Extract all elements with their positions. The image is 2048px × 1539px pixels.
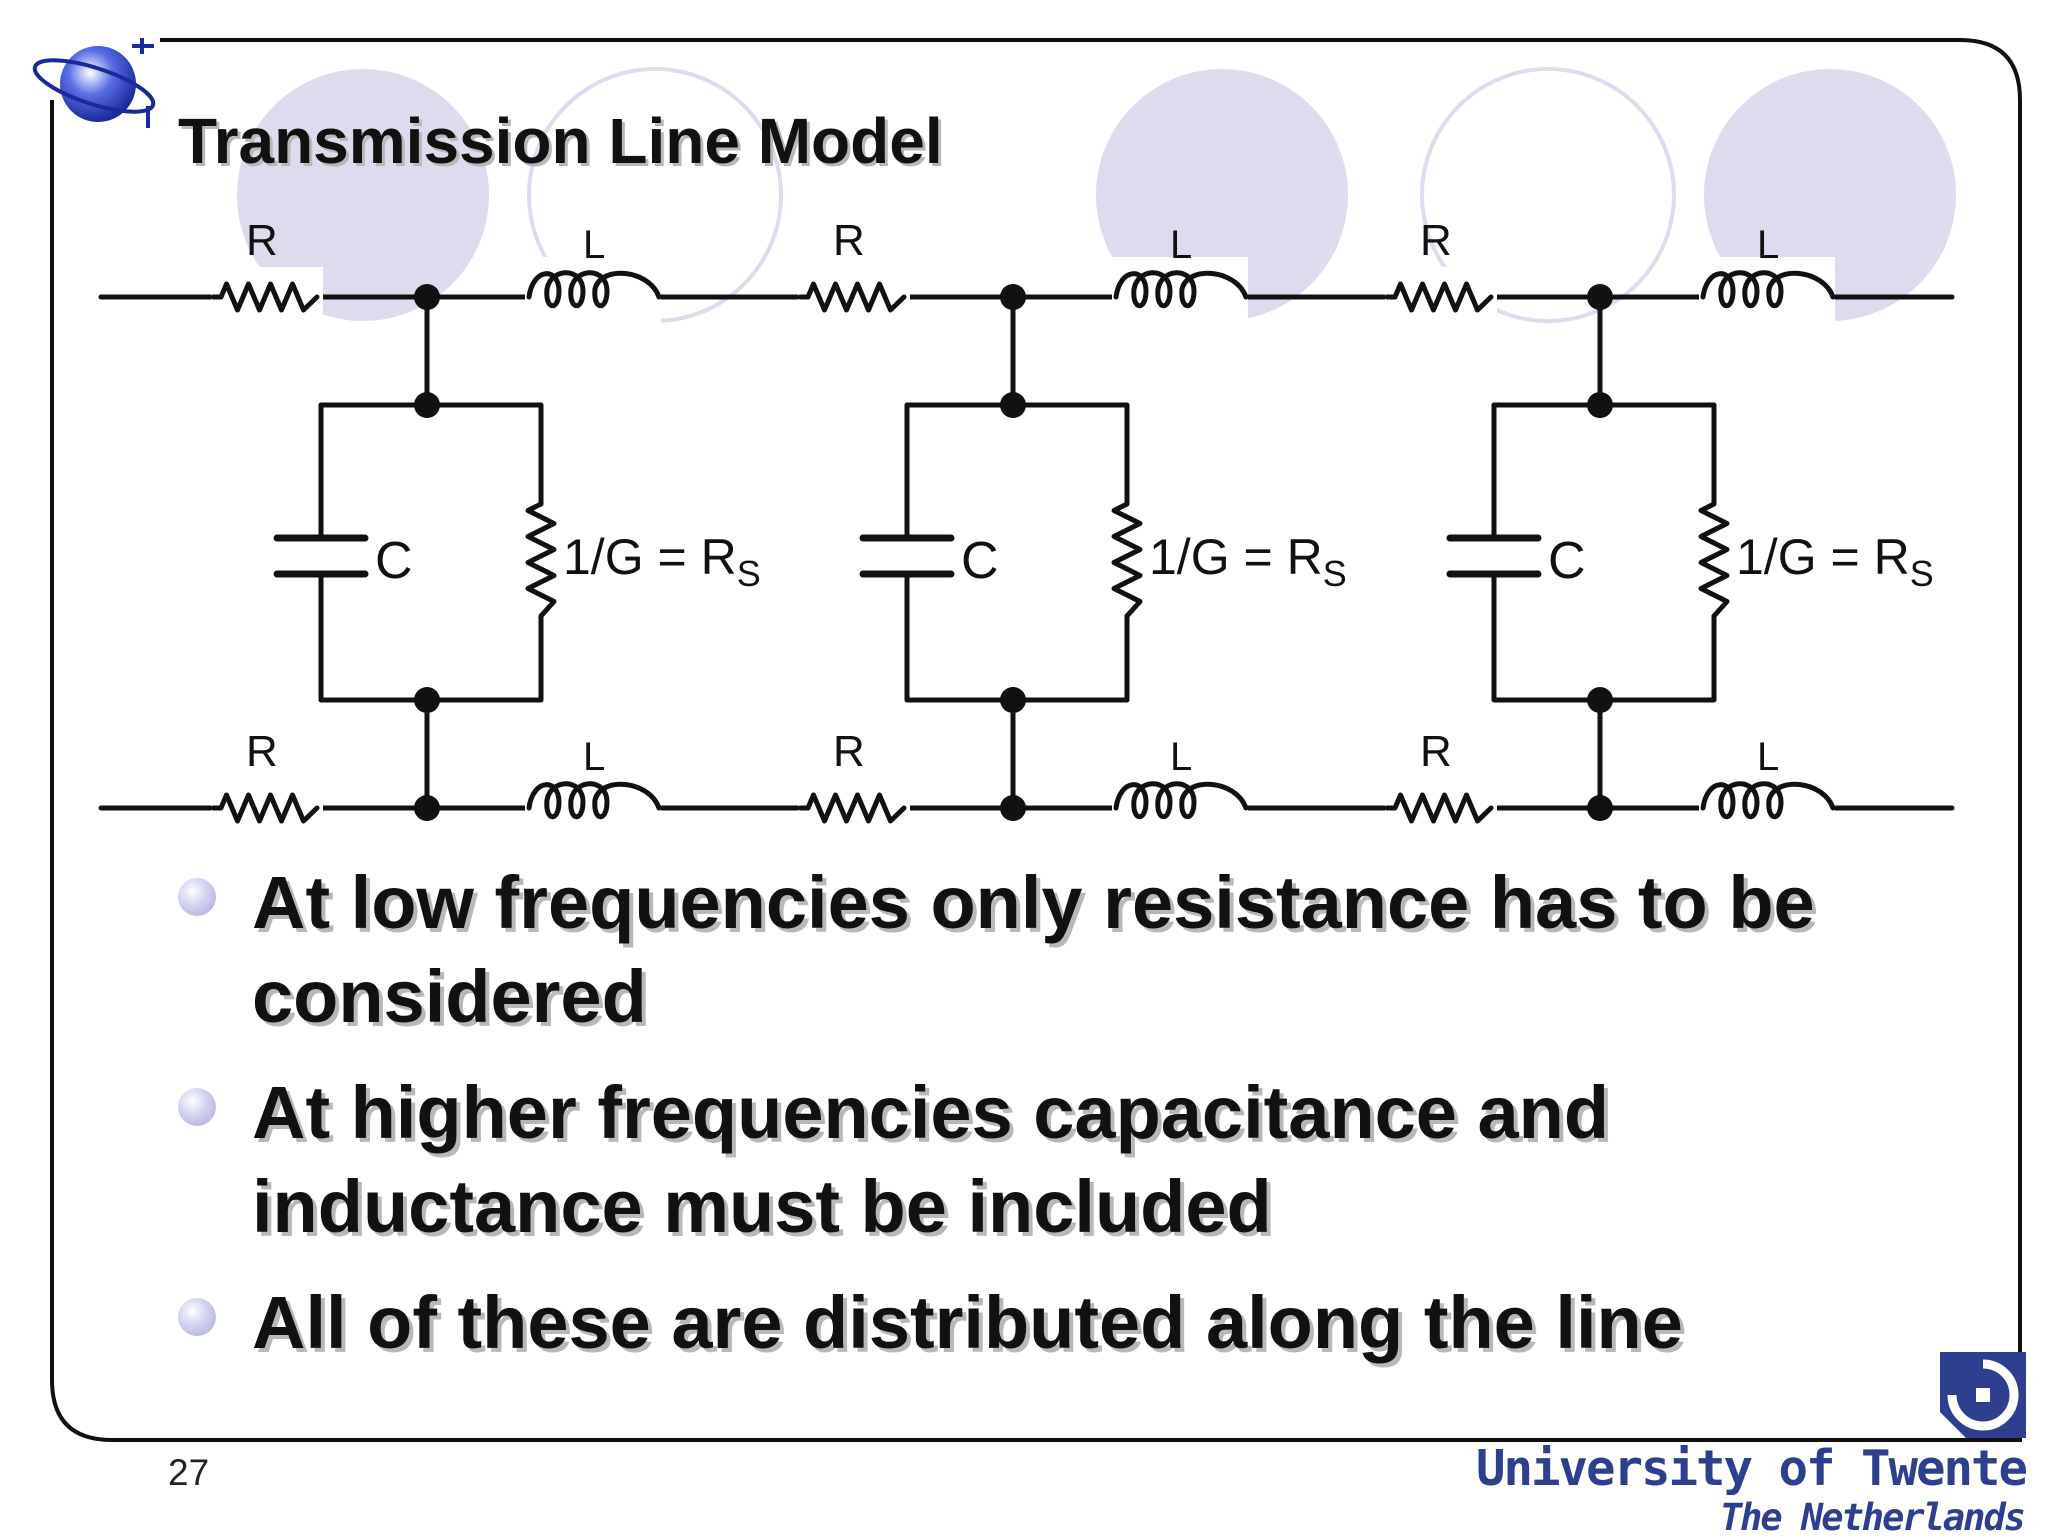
series-resistor	[1384, 281, 1494, 313]
bullet-item: All of these are distributed along the l…	[176, 1276, 1876, 1370]
series-inductor	[526, 781, 662, 820]
conductance-label-subscript: S	[1323, 553, 1347, 594]
inductor-label: L	[583, 223, 605, 267]
shunt-resistor	[1698, 493, 1730, 619]
series-resistor	[210, 281, 320, 313]
series-inductor	[1113, 781, 1249, 820]
inductor-label: L	[1757, 735, 1779, 779]
junction-node	[1000, 795, 1026, 821]
junction-node	[1000, 392, 1026, 418]
resistor-label: R	[1420, 727, 1452, 776]
bullet-text: At low frequencies only resistance has t…	[252, 861, 1815, 1038]
series-inductor	[526, 270, 662, 309]
bullet-item: At higher frequencies capacitance and in…	[176, 1066, 1876, 1254]
series-resistor	[797, 792, 907, 824]
decor-circle	[237, 69, 489, 321]
series-inductor	[1113, 270, 1249, 309]
bullet-dot-icon	[178, 1088, 216, 1126]
shunt-box-wire	[904, 402, 1130, 499]
shunt-box-wire	[904, 571, 1130, 703]
university-name: University of Twente	[1475, 1440, 2028, 1497]
resistor-label: R	[833, 216, 865, 265]
resistor-label: R	[833, 727, 865, 776]
bullet-list: At low frequencies only resistance has t…	[176, 856, 1876, 1392]
slide-border	[50, 38, 2022, 1442]
junction-node	[1000, 284, 1026, 310]
capacitor-label: C	[961, 532, 999, 590]
inductor-label: L	[1757, 223, 1779, 267]
resistor-label: R	[1420, 216, 1452, 265]
inductor-label: L	[1170, 223, 1192, 267]
series-inductor	[1700, 270, 1836, 309]
series-resistor	[210, 792, 320, 824]
globe-satellite-icon	[32, 38, 156, 128]
conductance-label-subscript: S	[1910, 553, 1934, 594]
junction-node	[1000, 687, 1026, 713]
conductance-label: 1/G = RS	[563, 529, 761, 594]
shunt-resistor	[525, 493, 557, 619]
conductance-label-subscript: S	[737, 553, 761, 594]
shunt-box-wire	[318, 402, 544, 499]
junction-node	[414, 687, 440, 713]
resistor-label: R	[246, 216, 278, 265]
junction-node	[414, 795, 440, 821]
inductor-label: L	[583, 735, 605, 779]
series-resistor	[1384, 792, 1494, 824]
conductance-label: 1/G = RS	[1736, 529, 1934, 594]
bullet-item: At low frequencies only resistance has t…	[176, 856, 1876, 1044]
series-inductor	[1700, 781, 1836, 820]
bullet-dot-icon	[178, 878, 216, 916]
junction-node	[414, 392, 440, 418]
junction-node	[1587, 687, 1613, 713]
bullet-text: All of these are distributed along the l…	[252, 1281, 1683, 1364]
university-country: The Netherlands	[1719, 1496, 2026, 1539]
decorative-circles	[237, 67, 1956, 323]
slide-title: Transmission Line Model	[178, 105, 943, 177]
junction-node	[1587, 795, 1613, 821]
shunt-box-wire	[1491, 402, 1717, 499]
bullet-text: At higher frequencies capacitance and in…	[252, 1071, 1610, 1248]
bullet-dot-icon	[178, 1298, 216, 1336]
decor-circle	[1420, 67, 1676, 323]
junction-node	[1587, 284, 1613, 310]
shunt-box-wire	[1491, 571, 1717, 703]
capacitor-label: C	[375, 532, 413, 590]
junction-node	[1587, 392, 1613, 418]
university-of-twente-logo	[1940, 1352, 2026, 1438]
resistor-label: R	[246, 727, 278, 776]
page-number: 27	[168, 1452, 210, 1493]
shunt-resistor	[1111, 493, 1143, 619]
inductor-label: L	[1170, 735, 1192, 779]
junction-node	[414, 284, 440, 310]
conductance-label: 1/G = RS	[1149, 529, 1347, 594]
capacitor-label: C	[1548, 532, 1586, 590]
series-resistor	[797, 281, 907, 313]
shunt-box-wire	[318, 571, 544, 703]
